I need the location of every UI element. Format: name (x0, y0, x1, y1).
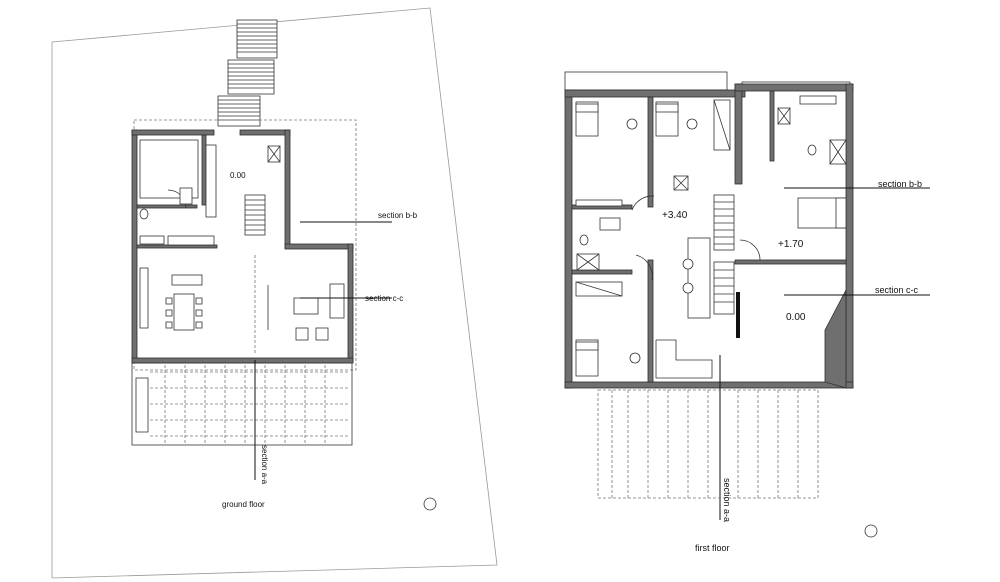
first-section-bb-label: section b-b (878, 179, 922, 189)
ground-floor-title: ground floor (222, 500, 265, 509)
first-level-upper-label: +3.40 (662, 210, 688, 221)
first-section-cc-label: section c-c (875, 285, 919, 295)
ground-level-label: 0.00 (230, 171, 246, 180)
first-pergola (597, 389, 819, 499)
first-walls (564, 83, 854, 389)
ground-section-bb-label: section b-b (378, 211, 418, 220)
north-arrow-icon (864, 523, 878, 539)
ground-section-cc-label: section c-c (365, 294, 403, 303)
first-level-mid-label: +1.70 (778, 239, 804, 250)
first-level-ground-label: 0.00 (786, 312, 806, 323)
first-floor-plan: +3.40 +1.70 0.00 section b-b section c-c… (564, 71, 930, 553)
terrace-pergola (131, 362, 353, 446)
first-floor-title: first floor (695, 543, 730, 553)
site-boundary (51, 7, 498, 579)
north-arrow-icon (423, 496, 437, 512)
ground-floor-plan: 0.00 section b-b section c-c section a-a… (51, 7, 498, 579)
first-section-aa-label: section a-a (722, 478, 732, 522)
ground-section-aa-label: section a-a (260, 445, 269, 485)
entrance-steps (217, 19, 278, 127)
